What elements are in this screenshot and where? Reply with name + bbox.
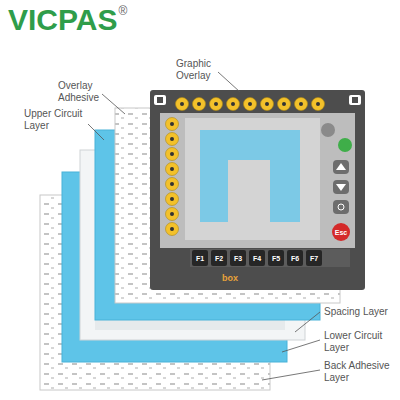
layer-label: Lower Circuit Layer xyxy=(324,330,394,354)
key-legend: F7 xyxy=(310,255,318,262)
key-legend: F5 xyxy=(272,255,280,262)
layer-label: Overlay Adhesive xyxy=(58,80,112,104)
key-legend: F1 xyxy=(196,255,204,262)
function-key: F6 xyxy=(287,250,303,266)
arrow-key xyxy=(333,160,349,174)
leader-lines xyxy=(88,72,320,380)
brand-mark: box xyxy=(222,273,238,284)
key-legend: Esc xyxy=(335,229,347,236)
yellow-key-row xyxy=(166,98,325,236)
green-key xyxy=(338,138,352,152)
registered-mark: ® xyxy=(118,4,127,18)
function-key: F1 xyxy=(192,250,208,266)
graphic-overlay-sheet xyxy=(150,90,365,290)
layer-label: Spacing Layer xyxy=(324,306,394,318)
key-icons xyxy=(170,102,320,231)
brand-logo: VICPAS xyxy=(8,2,117,38)
function-key: F5 xyxy=(268,250,284,266)
escape-key: Esc xyxy=(332,223,350,241)
grey-key xyxy=(321,123,335,137)
function-key-strip xyxy=(190,249,350,267)
function-key: F4 xyxy=(249,250,265,266)
key-legend: F6 xyxy=(291,255,299,262)
arrow-icon xyxy=(336,184,346,191)
function-key: F7 xyxy=(306,250,322,266)
arrow-key xyxy=(333,180,349,194)
corner-icon xyxy=(352,97,358,103)
corner-icon xyxy=(157,97,163,103)
overlay-window-frame xyxy=(185,118,320,240)
layer-label: Upper Circuit Layer xyxy=(24,108,88,132)
corner-icon xyxy=(349,95,361,105)
function-key: F3 xyxy=(230,250,246,266)
overlay-panel xyxy=(160,113,355,248)
arrow-icon xyxy=(336,163,346,170)
overlay-window xyxy=(200,130,300,222)
layer-label: Back Adhesive Layer xyxy=(324,360,394,384)
function-key: F2 xyxy=(211,250,227,266)
key-legend: F2 xyxy=(215,255,223,262)
key-legend: F3 xyxy=(234,255,242,262)
search-icon xyxy=(338,204,344,210)
corner-icon xyxy=(154,95,166,105)
layer-label: Graphic Overlay xyxy=(176,58,228,82)
arrow-key xyxy=(333,200,349,214)
key-legend: F4 xyxy=(253,255,261,262)
